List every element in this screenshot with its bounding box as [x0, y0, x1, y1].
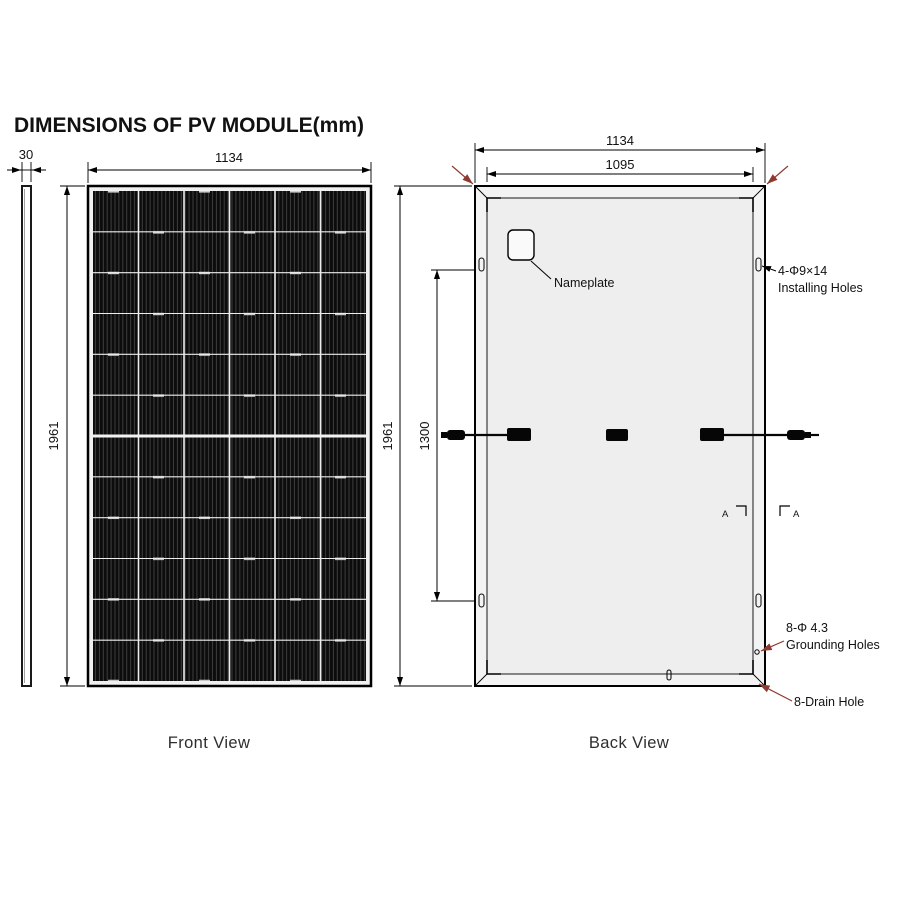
- grounding-holes-annotation: 8-Φ 4.3 Grounding Holes: [760, 621, 880, 652]
- dim-thickness-value: 30: [19, 147, 33, 162]
- frame-corner-mitres: [474, 185, 766, 687]
- dim-front-width: 1134: [87, 150, 372, 183]
- dim-back-height: 1961: [380, 185, 472, 687]
- page-title: DIMENSIONS OF PV MODULE(mm): [14, 114, 364, 137]
- back-view: Nameplate A A 11: [380, 133, 880, 752]
- dim-back-outer-width: 1134: [474, 133, 766, 183]
- side-profile: [21, 185, 32, 687]
- installing-holes-spec: 4-Φ9×14: [778, 264, 827, 278]
- front-view-label: Front View: [168, 734, 251, 752]
- installing-holes-annotation: 4-Φ9×14 Installing Holes: [761, 264, 863, 295]
- installing-holes-label: Installing Holes: [778, 281, 863, 295]
- cell-grid: [93, 191, 366, 681]
- dim-front-height: 1961: [46, 185, 85, 687]
- drain-hole-annotation: 8-Drain Hole: [758, 683, 864, 709]
- junction-box-middle: [606, 429, 628, 441]
- section-mark-right: A: [793, 509, 800, 520]
- grounding-holes-label: Grounding Holes: [786, 638, 880, 652]
- grounding-holes-spec: 8-Φ 4.3: [786, 621, 828, 635]
- dim-mount-span: 1300: [417, 269, 474, 602]
- junction-box-left: [507, 428, 531, 441]
- dim-mount-span-value: 1300: [417, 422, 432, 451]
- grounding-hole: [754, 649, 760, 655]
- nameplate-shape: [507, 229, 535, 261]
- dim-thickness: 30: [7, 147, 46, 182]
- dim-back-height-value: 1961: [380, 422, 395, 451]
- drain-hole-slot: [666, 669, 672, 681]
- junction-box-right: [700, 428, 724, 441]
- nameplate-label: Nameplate: [554, 276, 614, 290]
- back-view-label: Back View: [589, 734, 669, 752]
- installing-hole-slots: [478, 257, 762, 608]
- dim-back-inner-width: 1095: [486, 157, 754, 182]
- section-mark-left: A: [722, 509, 729, 520]
- corner-leader-arrows: [451, 165, 789, 185]
- dim-front-width-value: 1134: [215, 150, 243, 165]
- section-marks: A A: [722, 505, 800, 520]
- dim-back-inner-width-value: 1095: [606, 157, 635, 172]
- dim-front-height-value: 1961: [46, 422, 61, 451]
- side-view: 30: [7, 147, 46, 687]
- nameplate: Nameplate: [507, 229, 614, 290]
- dim-back-outer-width-value: 1134: [606, 133, 634, 148]
- front-view: 1134 1961 Front View: [46, 150, 373, 752]
- drain-hole-label: 8-Drain Hole: [794, 695, 864, 709]
- junction-boxes-and-cables: [441, 428, 819, 441]
